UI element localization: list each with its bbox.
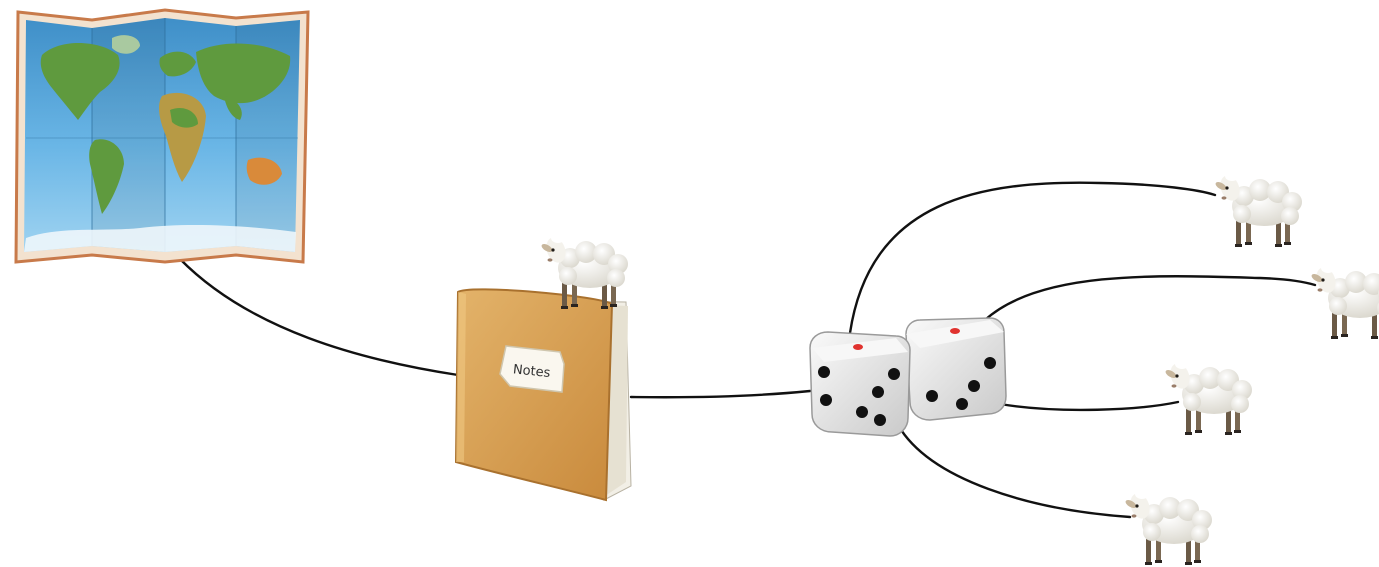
edge-map-to-notebook [178,257,460,377]
sheep-2-icon [1310,263,1379,339]
connectors [178,181,1317,519]
sheep-1-icon [1214,171,1302,247]
edge-dice-to-sheep-3 [998,400,1180,412]
continents [40,35,291,214]
pair-of-dice-icon [809,317,1007,437]
folded-world-map-icon [14,8,310,264]
edge-dice-to-sheep-2 [983,275,1317,322]
notebook-icon: Notes [454,288,632,502]
edge-notebook-to-dice [629,389,812,399]
edge-dice-to-sheep-1 [848,181,1217,335]
sheep-3-icon [1164,359,1252,435]
edge-dice-to-sheep-4 [896,423,1132,519]
sheep-4-icon [1124,489,1212,565]
die-right [905,317,1007,421]
die-left [809,331,911,437]
notes-label: Notes [499,345,565,393]
notes-label-text: Notes [512,362,551,381]
